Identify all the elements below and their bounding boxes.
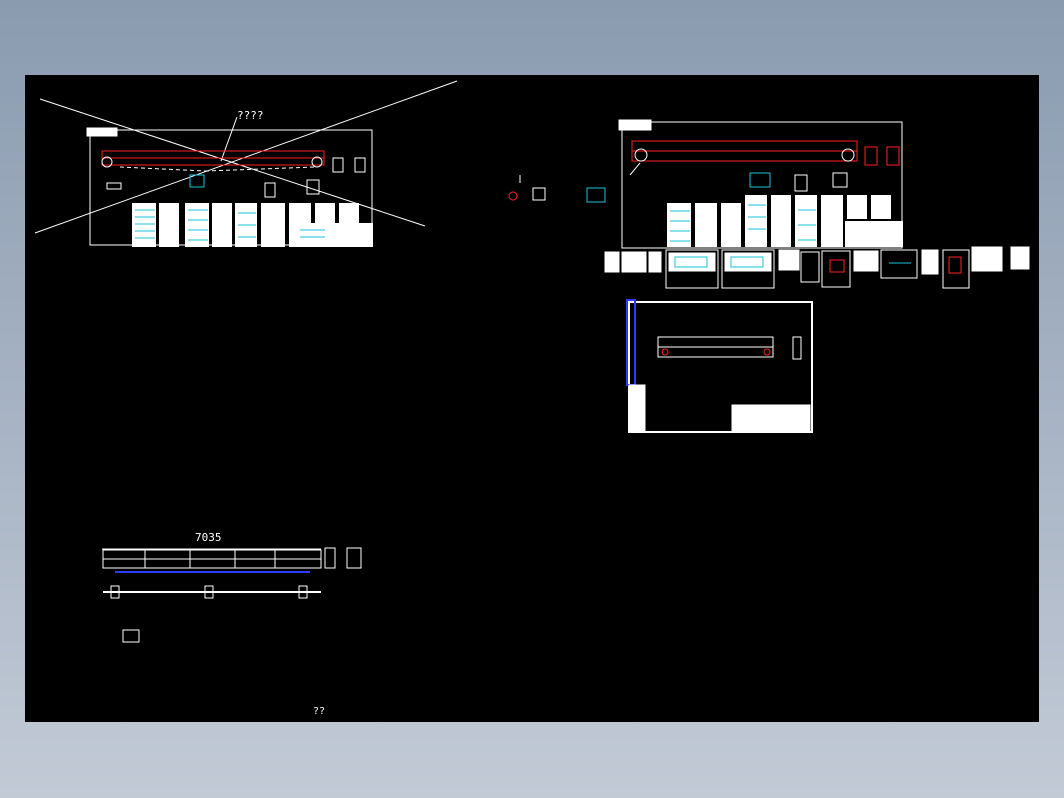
small-detail-bottom xyxy=(122,629,140,643)
detail-circle xyxy=(508,191,518,201)
loose-details xyxy=(508,175,606,203)
side-view-2 xyxy=(354,157,366,173)
parts-list-right xyxy=(667,195,903,247)
tail-pulley xyxy=(311,156,323,168)
side-view-1 xyxy=(332,157,344,173)
leader-line xyxy=(220,116,238,162)
belt-plan xyxy=(103,585,321,643)
note-block xyxy=(106,182,122,190)
main-assembly-sheet xyxy=(618,119,903,249)
end-view-1 xyxy=(324,547,336,569)
part-drawings-accents xyxy=(674,256,962,274)
dimension-label: 7035 xyxy=(195,531,222,544)
cad-geometry xyxy=(34,80,1030,643)
support-detail-2 xyxy=(306,179,320,195)
support-detail xyxy=(264,182,276,198)
sheet-frame-right xyxy=(621,121,903,249)
drive-pulley-right xyxy=(634,148,648,162)
cross-line-b xyxy=(34,80,458,234)
parts-list-left-rows xyxy=(135,209,325,241)
tail-pulley-right xyxy=(841,148,855,162)
frame-sub-drawing xyxy=(626,299,813,433)
side-view-r2 xyxy=(886,146,900,166)
sub-sheet-frame xyxy=(628,301,813,433)
support-right xyxy=(794,174,808,192)
reducer-detail xyxy=(189,174,205,188)
detail-flange xyxy=(586,187,606,203)
reducer-right xyxy=(749,172,771,188)
sheet-title-tag xyxy=(86,127,118,137)
drive-pulley xyxy=(101,156,113,168)
belt-elevation xyxy=(102,547,362,573)
parts-list-right-rows xyxy=(670,204,816,242)
parts-list-left xyxy=(132,203,373,247)
support-right-2 xyxy=(832,172,848,188)
detail-box xyxy=(532,187,546,201)
sheet-title-tag-right xyxy=(618,119,652,131)
cross-line-a xyxy=(39,98,426,227)
cad-drawing-canvas[interactable]: ???? 7035 ?? xyxy=(25,75,1039,722)
side-view-r1 xyxy=(864,146,878,166)
end-view-2 xyxy=(346,547,362,569)
part-drawings-row xyxy=(604,246,1030,289)
sub-title-block xyxy=(731,404,811,432)
leader-annotation: ???? xyxy=(237,109,264,122)
bottom-caption: ?? xyxy=(313,706,326,717)
